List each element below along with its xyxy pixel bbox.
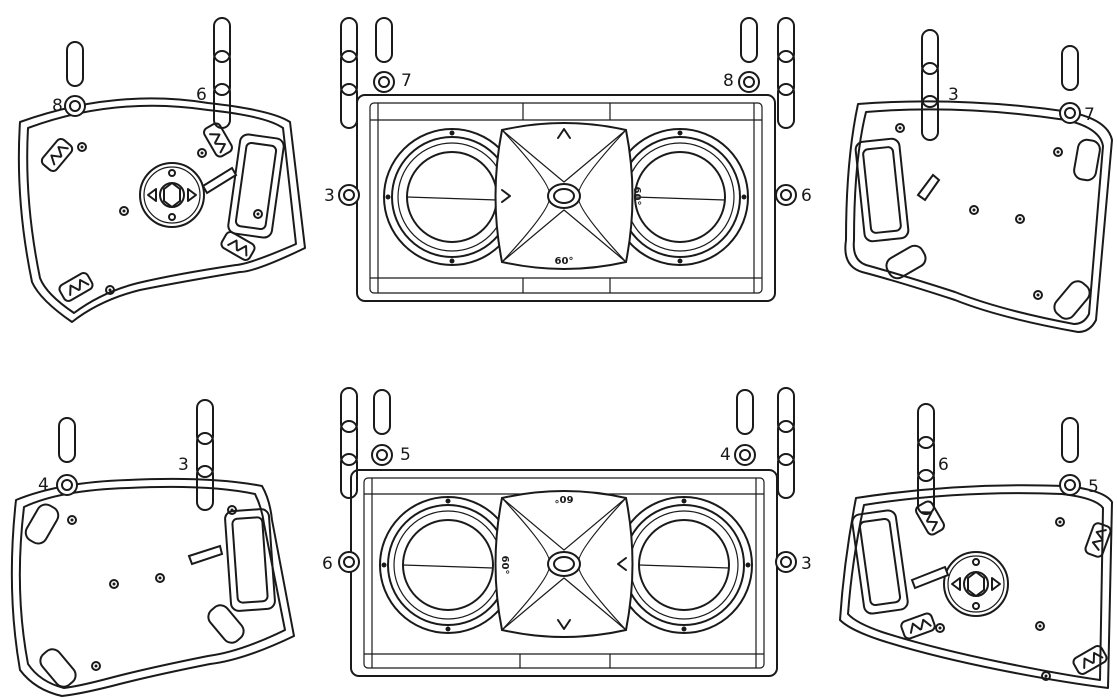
- horn-angle-horizontal: 60°: [555, 256, 574, 267]
- rigging-point-label: 6: [322, 554, 333, 574]
- speaker-front-view-top: 60° 60° 7 3 8 6: [324, 17, 812, 302]
- rigging-point-label: 4: [720, 445, 731, 465]
- rigging-point-label: 3: [801, 554, 812, 574]
- rigging-point-label: 6: [196, 85, 207, 105]
- rigging-point-label: 3: [324, 186, 335, 206]
- speaker-top-view-top-right: 3 7: [844, 29, 1113, 333]
- rigging-point-label: 6: [938, 455, 949, 475]
- speaker-front-view-bottom: 60° 60° 5 6 4 3: [322, 387, 812, 677]
- speaker-top-view-bottom-left: 4 3: [10, 399, 295, 697]
- rigging-point-label: 5: [1088, 477, 1099, 497]
- rigging-point-label: 7: [401, 71, 412, 91]
- rigging-point-label: 7: [1084, 105, 1095, 125]
- rigging-point-label: 4: [38, 475, 49, 495]
- rigging-point-label: 8: [52, 96, 63, 116]
- horn-angle-vertical: 60°: [631, 187, 642, 206]
- speaker-top-view-top-left: 8 6: [17, 17, 306, 323]
- rigging-point-label: 3: [178, 455, 189, 475]
- rigging-point-label: 3: [948, 85, 959, 105]
- horn-angle-vertical: 60°: [499, 556, 510, 575]
- rigging-point-label: 6: [801, 186, 812, 206]
- rigging-point-label: 5: [400, 445, 411, 465]
- horn-angle-horizontal: 60°: [555, 493, 574, 504]
- speaker-top-view-bottom-right: 6 5: [839, 403, 1113, 689]
- rigging-point-label: 8: [723, 71, 734, 91]
